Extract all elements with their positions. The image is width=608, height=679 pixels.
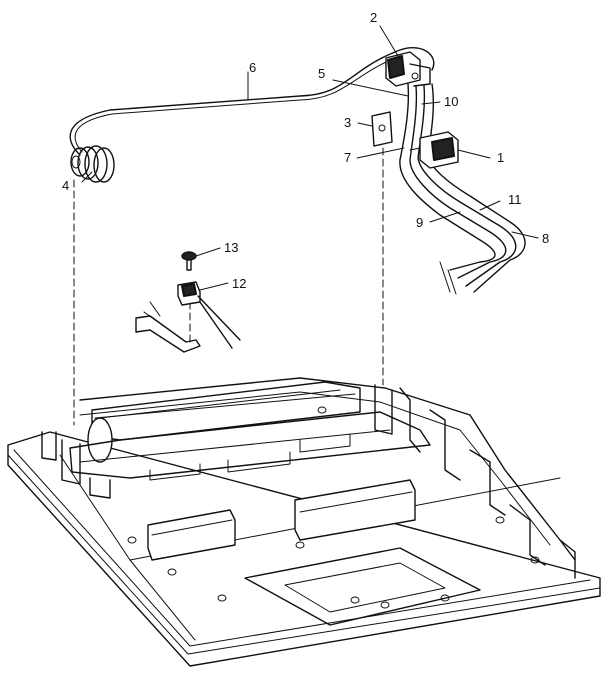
- leader-lines: [81, 25, 539, 291]
- callout-5: 5: [318, 66, 325, 81]
- callout-11: 11: [508, 192, 522, 207]
- callout-labels: 1 2 3 4 5 6 7 8 9 10 11 12 13: [62, 10, 549, 291]
- callout-3: 3: [344, 115, 351, 130]
- callout-12: 12: [232, 276, 246, 291]
- callout-4: 4: [62, 178, 69, 193]
- callout-7: 7: [344, 150, 351, 165]
- connector-part-2: [385, 51, 431, 87]
- callout-6: 6: [249, 60, 256, 75]
- chassis-base: [7, 377, 601, 667]
- coil-part-4: [70, 145, 115, 183]
- connector-part-1: [409, 131, 459, 169]
- clamp-part-12: [135, 281, 241, 353]
- callout-1: 1: [497, 150, 504, 165]
- callout-2: 2: [370, 10, 377, 25]
- plate-part-3: [371, 111, 393, 147]
- callout-8: 8: [542, 231, 549, 246]
- alignment-lines: [73, 147, 384, 426]
- wire-harness: [399, 83, 526, 295]
- callout-10: 10: [444, 94, 458, 109]
- callout-9: 9: [416, 215, 423, 230]
- callout-13: 13: [224, 240, 238, 255]
- screw-part-13: [181, 251, 197, 271]
- cable-part-6: [69, 47, 435, 156]
